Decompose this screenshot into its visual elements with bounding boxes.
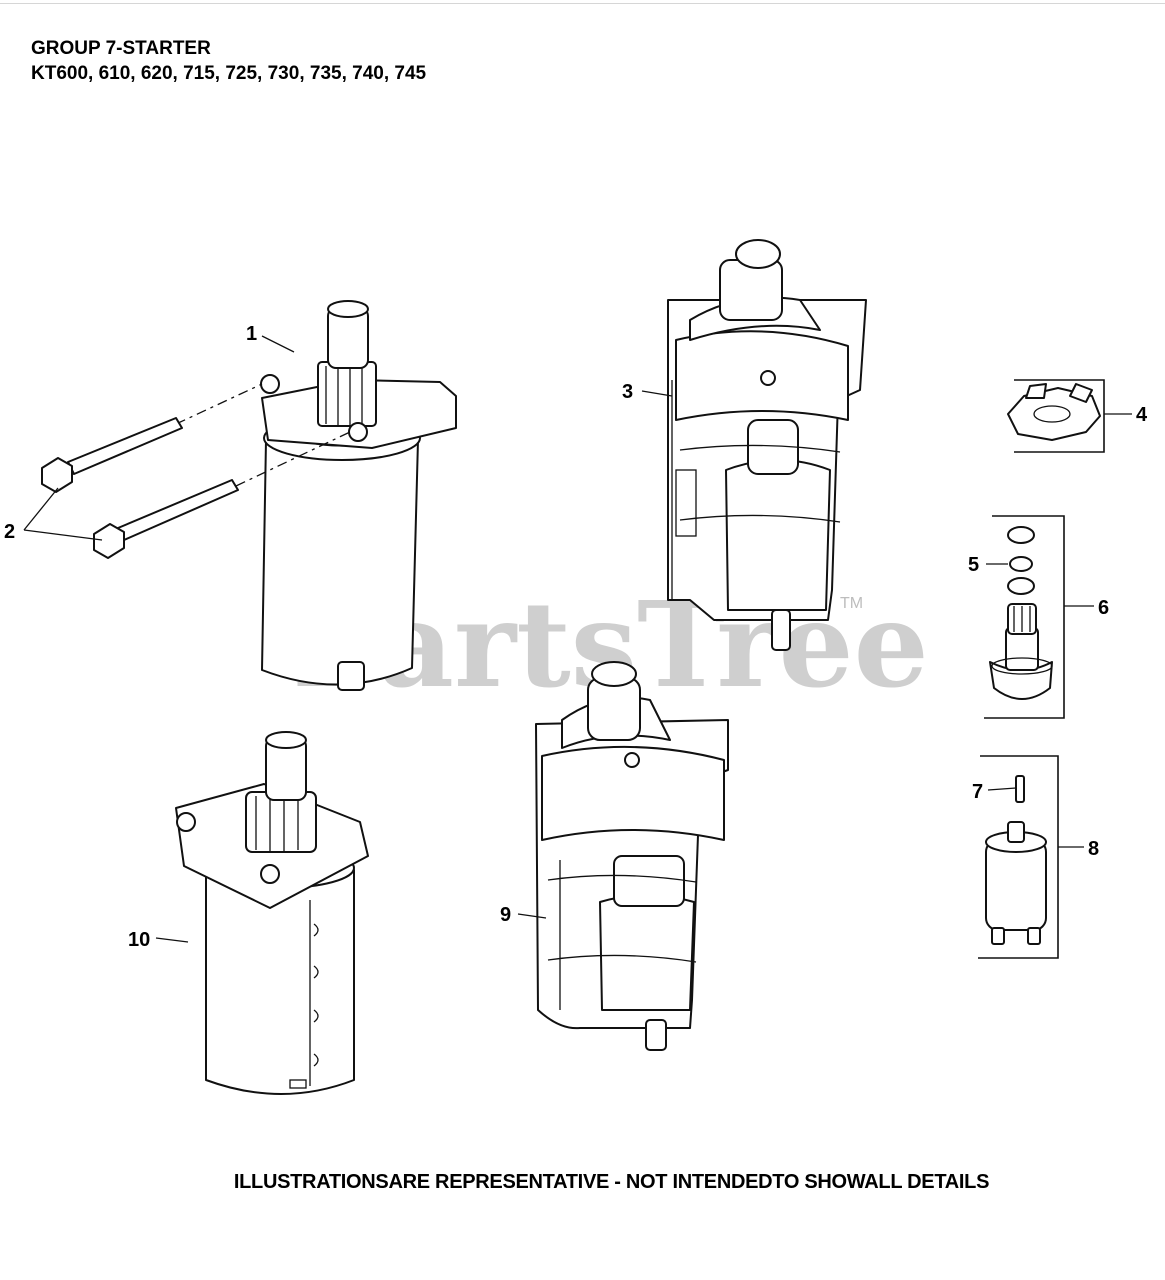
part-2-bolts[interactable] <box>41 417 239 559</box>
leader-2b <box>23 529 103 541</box>
bracket-8 <box>978 755 1059 959</box>
leader-9 <box>517 913 547 919</box>
callout-3: 3 <box>622 381 633 403</box>
model-list: KT600, 610, 620, 715, 725, 730, 735, 740… <box>31 63 427 84</box>
callout-5: 5 <box>968 554 979 576</box>
disclaimer-footer: ILLUSTRATIONSARE REPRESENTATIVE - NOT IN… <box>0 1171 1165 1194</box>
part-6-drive-kit[interactable] <box>989 526 1053 700</box>
part-3-starter[interactable] <box>667 239 867 651</box>
bracket-6 <box>984 515 1065 719</box>
part-9-starter[interactable] <box>535 661 729 1051</box>
callout-6: 6 <box>1098 597 1109 619</box>
part-10-starter-motor[interactable] <box>175 731 369 1095</box>
top-border <box>0 0 1165 4</box>
part-8-solenoid[interactable] <box>985 775 1047 945</box>
callout-9: 9 <box>500 904 511 926</box>
bracket-4 <box>1014 379 1105 453</box>
watermark-tm: TM <box>840 595 863 612</box>
callout-4: 4 <box>1136 404 1148 426</box>
diagram-header: GROUP 7-STARTER KT600, 610, 620, 715, 72… <box>31 36 426 86</box>
part-1-starter-motor[interactable] <box>175 300 457 691</box>
leader-3 <box>641 390 673 397</box>
part-4-clip[interactable] <box>1007 383 1101 441</box>
callout-7: 7 <box>972 781 983 803</box>
leader-7 <box>987 787 1017 791</box>
callout-1: 1 <box>246 323 257 345</box>
leader-1 <box>261 335 295 353</box>
callout-8: 8 <box>1088 838 1099 860</box>
callout-2: 2 <box>4 521 15 543</box>
group-title: GROUP 7-STARTER <box>31 38 211 59</box>
leader-10 <box>155 937 189 943</box>
callout-10: 10 <box>128 929 150 951</box>
leader-2a <box>23 487 59 531</box>
disclaimer-text: ILLUSTRATIONSARE REPRESENTATIVE - NOT IN… <box>233 1171 990 1193</box>
